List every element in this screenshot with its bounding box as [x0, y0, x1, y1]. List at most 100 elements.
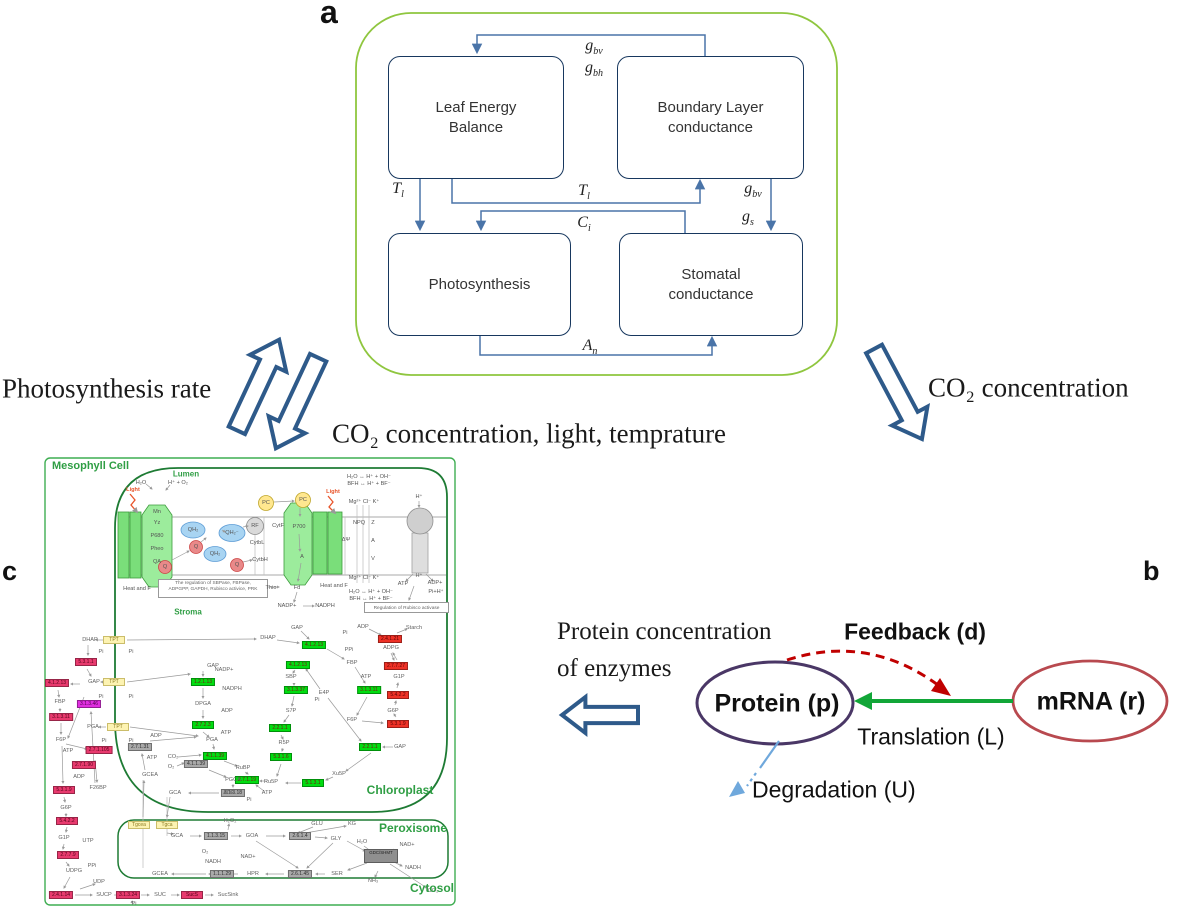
- metabolite-label: NAD+: [399, 842, 415, 848]
- enzyme-box: 2.6.1.4: [289, 832, 311, 840]
- metabolite-label: ATP: [146, 755, 158, 761]
- metabolite-label: GAP: [88, 679, 100, 685]
- thylakoid-label: P700: [292, 524, 306, 530]
- thylakoid-label: Mn: [153, 509, 161, 515]
- thylakoid-label: Heat and F: [123, 586, 151, 592]
- thylakoid-label: H₂O ↔ H⁺ + OH⁻: [349, 589, 393, 595]
- flow-variable-label: gbv: [585, 36, 603, 58]
- metabolite-label: GCEA: [142, 772, 158, 778]
- region-label: Chloroplast: [366, 783, 434, 797]
- light-bolts: [129, 493, 337, 515]
- metabolite-label: F6P: [55, 737, 67, 743]
- peroxisome-outline: [117, 819, 449, 879]
- photosynthesis-rate-label: Photosynthesis rate: [2, 373, 212, 404]
- plastocyanin-circle: [258, 495, 274, 511]
- metabolite-label: GCEA: [152, 871, 168, 877]
- enzyme-box: 4.1.2.13: [285, 661, 311, 669]
- metabolite-label: Ru5P: [264, 779, 278, 785]
- metabolite-label: SUCP: [96, 892, 112, 898]
- thylakoid-label: PC: [299, 497, 307, 503]
- thylakoid-label: PC: [262, 500, 270, 506]
- quinone-circle: [230, 558, 244, 572]
- metabolite-label: H₂O₂: [223, 818, 237, 824]
- thylakoid-label: Q: [162, 564, 168, 570]
- enzyme-box: 2.6.1.45: [287, 870, 313, 878]
- metabolite-label: CO₂: [427, 888, 439, 894]
- thylakoid-label: H⁺: [415, 494, 423, 500]
- enzyme-box: 3.1.3.37: [283, 686, 309, 694]
- metabolite-label: R5P: [278, 740, 290, 746]
- enzyme-box: 4.1.2.13: [301, 641, 327, 649]
- thylakoid-label: ADP+: [427, 580, 443, 586]
- thylakoid-label: H₂O ↔ H⁺ + OH⁻: [347, 474, 391, 480]
- flow-variable-label: gs: [742, 207, 754, 229]
- enzyme-box: 3.1.3.46: [76, 700, 102, 708]
- enzyme-box: 2.4.1.21: [377, 635, 403, 643]
- quinone-circle: [158, 560, 172, 574]
- metabolite-label: G1P: [393, 674, 405, 680]
- metabolite-label: GLY: [330, 836, 342, 842]
- thylakoid-label: RF: [251, 523, 259, 529]
- thylakoid-label: CytbL: [249, 540, 265, 546]
- plastoquinone-oval: [203, 546, 227, 562]
- thylakoid-label: QH₂⁻: [225, 530, 239, 536]
- thylakoid-label: CytF: [272, 523, 284, 529]
- metabolite-label: PPi: [344, 647, 354, 653]
- enzyme-box: 2.7.1.31: [127, 743, 153, 751]
- metabolite-label: PGA: [206, 737, 218, 743]
- enzyme-box: 2.7.1.105: [85, 746, 113, 754]
- enzyme-box: GDC/SHMT: [364, 849, 398, 863]
- metabolite-label: GAP: [207, 663, 219, 669]
- block-arrow: [265, 351, 329, 452]
- metabolite-label: DPGA: [195, 701, 211, 707]
- metabolite-label: PPi: [87, 863, 97, 869]
- thylakoid-label: NADPH: [315, 603, 335, 609]
- enzyme-box: SucS: [181, 891, 203, 899]
- photosystem-II: [117, 504, 173, 588]
- flow-variable-label: Tl: [392, 179, 404, 201]
- metabolite-label: F26BP: [89, 785, 107, 791]
- enzyme-box: 5.1.3.1: [302, 779, 324, 787]
- thylakoid-label: ΔΨ: [341, 537, 351, 543]
- metabolite-label: ADPG: [383, 645, 399, 651]
- box-photosynthesis: Photosynthesis: [388, 233, 571, 336]
- flow-variable-label: Ci: [577, 213, 591, 235]
- thylakoid-label: BFH ↔ H⁺ + BF⁻: [349, 596, 393, 602]
- enzyme-box: 5.3.1.6: [270, 753, 292, 761]
- metabolite-label: UDPG: [65, 868, 83, 874]
- enzyme-box: 2.7.7.9: [57, 851, 79, 859]
- enzyme-box: 2.7.1.90: [71, 761, 97, 769]
- metabolite-label: ADP: [150, 733, 162, 739]
- enzyme-box: 4.1.1.39: [202, 752, 228, 760]
- thylakoid-label: Light: [326, 489, 340, 495]
- metabolite-label: ADP: [221, 708, 233, 714]
- enzyme-box: 3.1.3.18: [220, 789, 246, 797]
- regulation-note-2: Regulation of Rubisco activase: [364, 602, 449, 613]
- box-leaf-energy-balance: Leaf Energy Balance: [388, 56, 564, 179]
- enzyme-box: 2.7.7.27: [383, 662, 409, 670]
- metabolite-label: Pi: [342, 630, 348, 636]
- thylakoid-label: H⁺: [415, 573, 423, 579]
- thylakoid-label: Fd: [293, 585, 301, 591]
- panel-letter-a: a: [320, 0, 338, 30]
- thylakoid-label: V: [371, 556, 375, 562]
- region-label: Cytosol: [409, 881, 455, 895]
- enzyme-box: TPT: [103, 636, 125, 644]
- thylakoid-label: Light: [126, 487, 140, 493]
- panel-letter-b: b: [1143, 556, 1160, 586]
- mrna-node-label: mRNA (r): [1036, 687, 1146, 716]
- enzyme-box: 5.4.2.2: [387, 691, 409, 699]
- enzyme-box: 3.1.3.24: [115, 891, 141, 899]
- flow-variable-label: gbh: [585, 58, 603, 80]
- metabolite-label: ATP: [360, 674, 372, 680]
- enzyme-box: 1.1.3.15: [203, 832, 229, 840]
- flow-variable-label: gbv: [744, 179, 762, 201]
- block-arrow: [226, 336, 290, 437]
- box-boundary-layer-conductance: Boundary Layer conductance: [617, 56, 804, 179]
- thylakoid-label: A: [371, 538, 375, 544]
- thylakoid-label: Q: [234, 562, 240, 568]
- enzyme-box: Tgcea: [128, 821, 150, 829]
- co2-conditions-label: CO₂ concentration, light, temprature: [332, 418, 727, 449]
- metabolite-label: NAD+: [240, 854, 256, 860]
